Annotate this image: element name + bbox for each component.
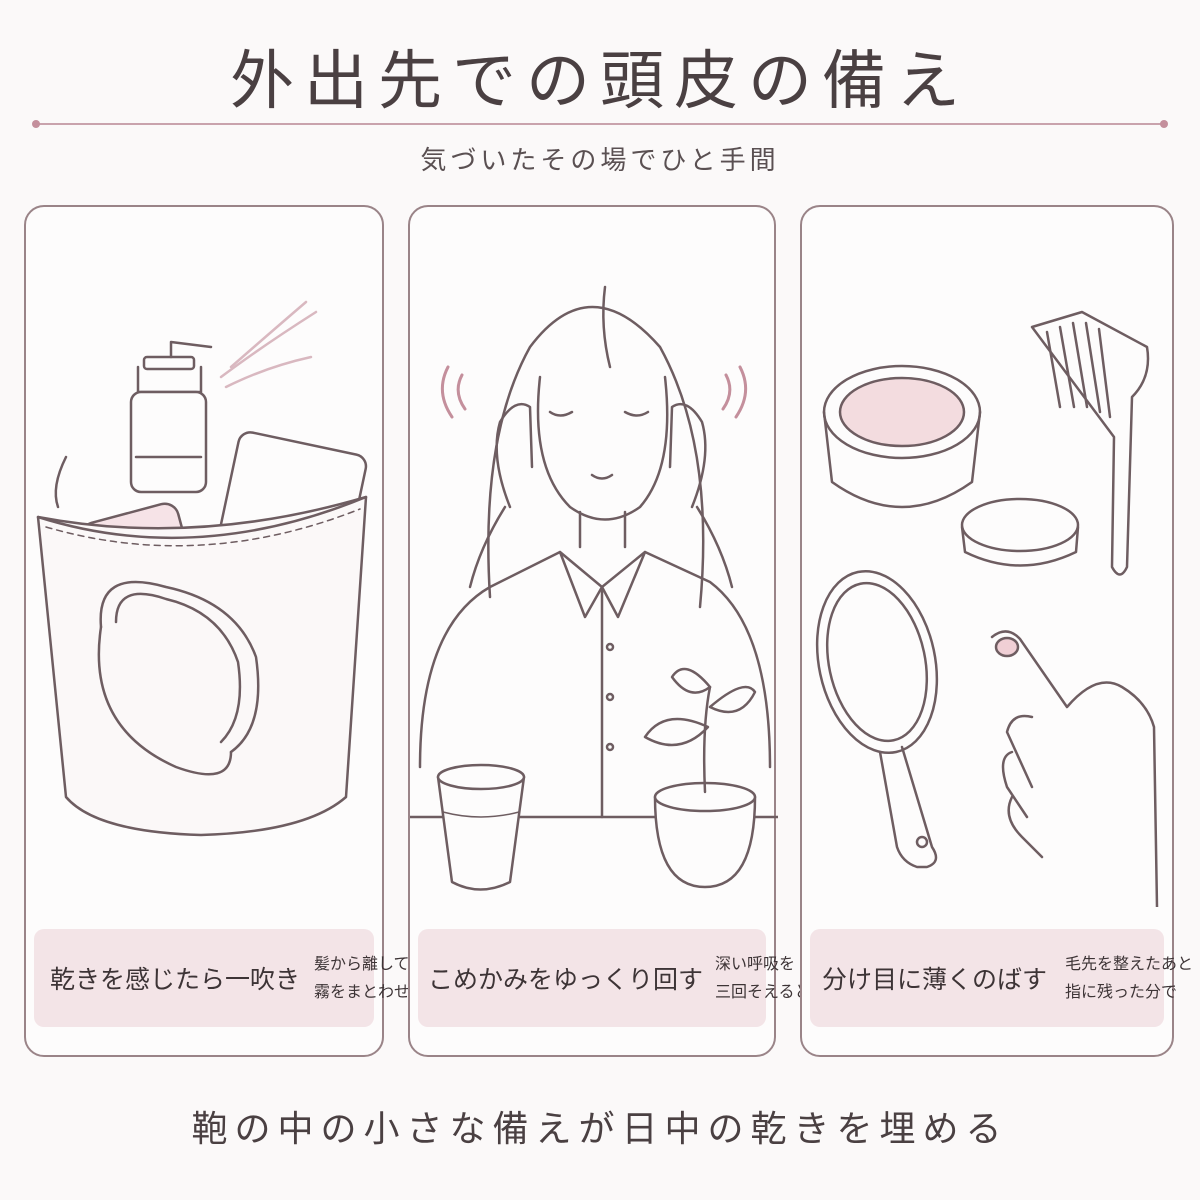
woman-massaging-temples-illustration [410, 285, 778, 891]
caption-sub-line2: 霧をまとわせる [314, 982, 427, 1001]
caption-sub-line2: 指に残った分で [1065, 982, 1178, 1001]
caption-sub: 毛先を整えたあと 指に残った分で [1065, 950, 1193, 1006]
footer-message: 鞄の中の小さな備えが日中の乾きを埋める [191, 1109, 1009, 1150]
caption-balm: 分け目に薄くのばす 毛先を整えたあと 指に残った分で [810, 929, 1193, 1027]
panel-balm: 分け目に薄くのばす 毛先を整えたあと 指に残った分で [800, 205, 1193, 1057]
tote-bag-spray-illustration [36, 300, 368, 837]
caption-sub-line1: 毛先を整えたあと [1065, 954, 1194, 973]
caption-main: こめかみをゆっくり回す [428, 965, 704, 994]
page-subtitle: 気づいたその場でひと手間 [420, 146, 780, 176]
caption-spray: 乾きを感じたら一吹き 髪から離して 霧をまとわせる [34, 929, 426, 1027]
divider-dot-left [32, 120, 40, 128]
panel-massage: こめかみをゆっくり回す 深い呼吸を 三回そえるとゆるむ [408, 205, 859, 1057]
caption-main: 乾きを感じたら一吹き [50, 965, 301, 994]
caption-sub: 髪から離して 霧をまとわせる [314, 950, 426, 1006]
title-divider [32, 120, 1168, 128]
caption-massage: こめかみをゆっくり回す 深い呼吸を 三回そえるとゆるむ [418, 929, 859, 1027]
panel-spray: 乾きを感じたら一吹き 髪から離して 霧をまとわせる [24, 205, 426, 1057]
balm-comb-mirror-illustration [815, 310, 1159, 907]
caption-sub-line1: 髪から離して [314, 954, 410, 973]
caption-sub-line1: 深い呼吸を [715, 954, 796, 973]
page-title: 外出先での頭皮の備え [230, 45, 970, 119]
divider-dot-right [1160, 120, 1168, 128]
caption-main: 分け目に薄くのばす [822, 965, 1048, 994]
